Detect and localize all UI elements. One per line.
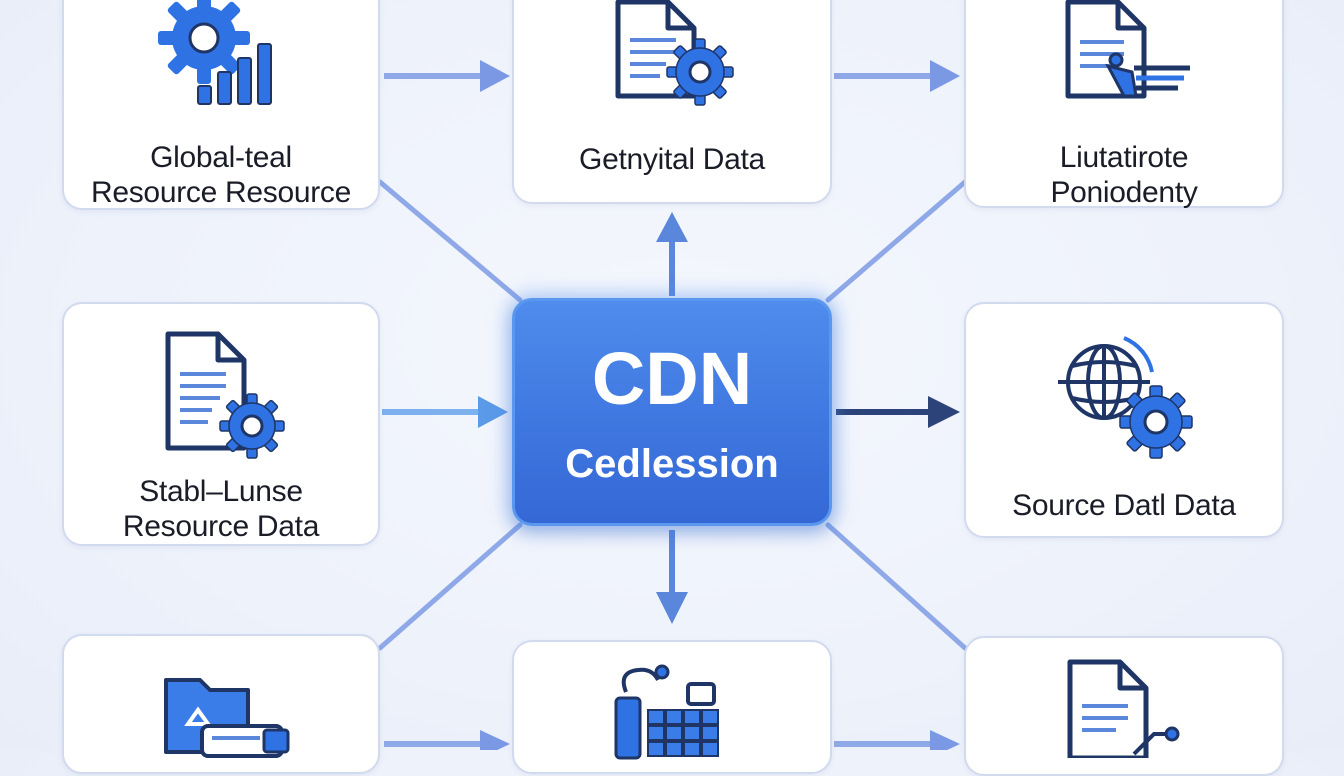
node-mid-left: Stabl–Lunse Resource Data — [62, 302, 380, 546]
hub-title: CDN — [591, 337, 753, 420]
document-antenna-icon — [1065, 0, 1190, 99]
arrow-hub-to-mid-right — [836, 396, 960, 428]
arrow-hub-to-bottom-center — [656, 530, 688, 624]
globe-gear-icon — [1058, 336, 1193, 459]
connector-diag-top-left — [377, 179, 523, 303]
node-mid-right-line1: Source Datl Data — [1012, 489, 1236, 522]
arrow-bottom-left-to-bottom-center — [384, 730, 510, 750]
arrow-bottom-center-to-bottom-right — [834, 730, 960, 750]
node-top-left-line1: Global-teal — [150, 141, 292, 174]
arrow-top-left-to-top-center — [384, 60, 510, 92]
node-top-center-label: Getnyital Data — [514, 142, 830, 177]
arrow-mid-left-to-hub — [382, 396, 508, 428]
devices-grid-icon — [614, 664, 719, 760]
node-top-left-line2: Resource Resource — [90, 176, 352, 209]
node-mid-left-line1: Stabl–Lunse — [139, 475, 303, 508]
gear-bar-chart-icon — [158, 0, 272, 105]
node-bottom-right — [964, 636, 1284, 776]
node-bottom-left — [62, 634, 380, 774]
node-bottom-center — [512, 640, 832, 774]
arrow-hub-to-top-center — [656, 212, 688, 296]
folder-chat-icon — [164, 678, 290, 758]
node-top-left-label: Global-teal Resource Resource — [64, 140, 378, 210]
node-mid-left-line2: Resource Data — [122, 510, 320, 543]
node-top-right-line1: Liutatirote — [1059, 141, 1189, 174]
connector-diag-bottom-left — [377, 522, 523, 651]
connector-diag-top-right — [825, 179, 968, 303]
arrow-top-center-to-top-right — [834, 60, 960, 92]
node-mid-right: Source Datl Data — [964, 302, 1284, 538]
node-top-right: Liutatirote Poniodenty — [964, 0, 1284, 210]
document-pen-icon — [1067, 659, 1180, 758]
connector-layer — [377, 60, 968, 750]
node-top-left: Global-teal Resource Resource — [62, 0, 380, 210]
node-top-right-line2: Poniodenty — [1050, 176, 1198, 209]
hub-subtitle: Cedlession — [565, 442, 779, 486]
cdn-hub: CDN Cedlession — [512, 298, 832, 526]
connector-diag-bottom-right — [825, 522, 968, 651]
document-gear-icon — [615, 0, 734, 106]
node-top-center-line1: Getnyital Data — [579, 143, 765, 176]
node-mid-right-label: Source Datl Data — [966, 488, 1282, 523]
node-top-center: Getnyital Data — [512, 0, 832, 204]
document-gear-icon — [165, 331, 285, 459]
node-mid-left-label: Stabl–Lunse Resource Data — [64, 474, 378, 544]
node-top-right-label: Liutatirote Poniodenty — [966, 140, 1282, 210]
